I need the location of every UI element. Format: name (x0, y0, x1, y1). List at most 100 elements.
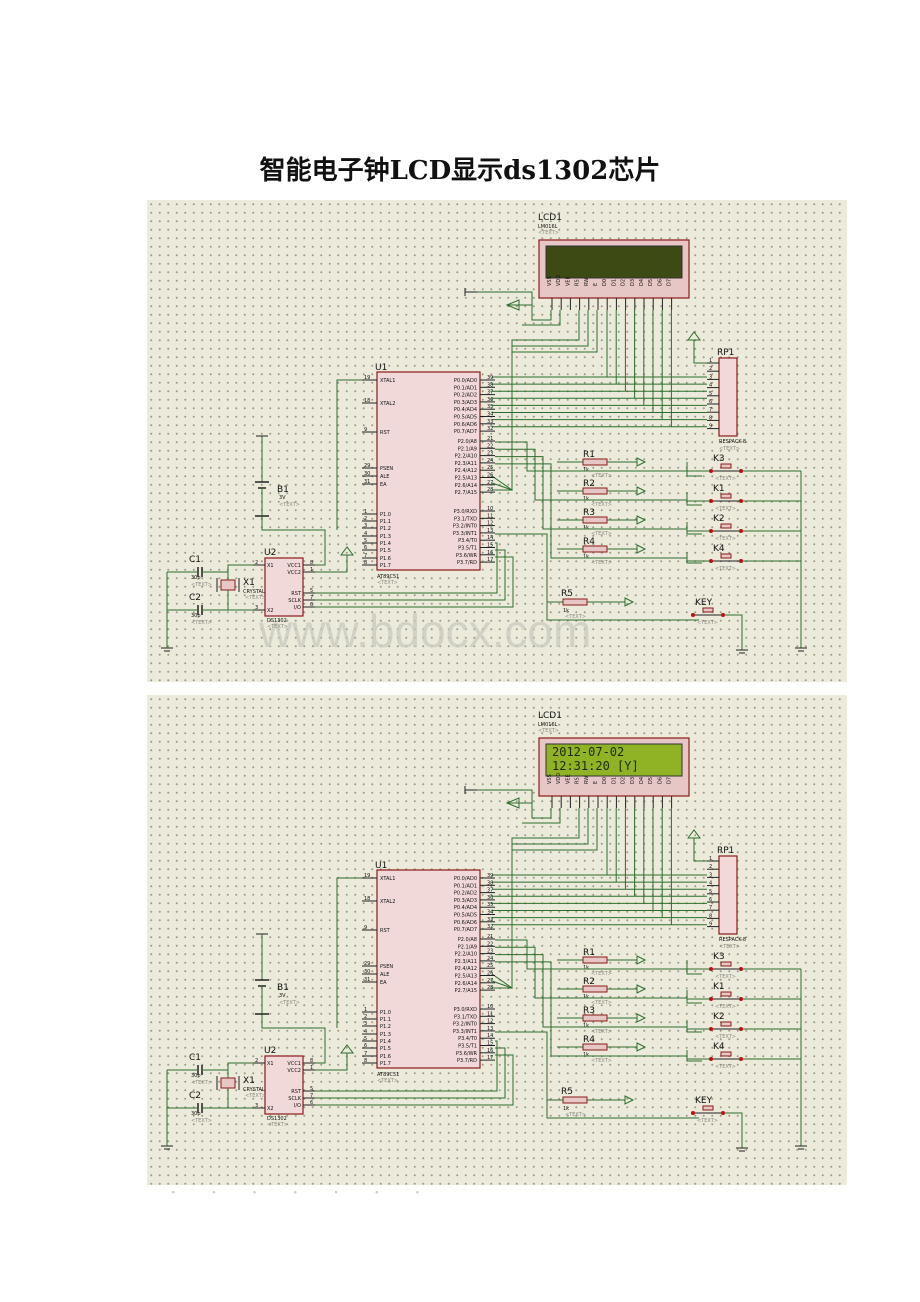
mcu-pin-name: P1.0 (380, 512, 391, 518)
lcd-pin-label: D4 (639, 777, 645, 784)
mcu-pin-num: 36 (487, 397, 493, 403)
power-arrow (636, 544, 647, 554)
resistor-ref: R2 (583, 479, 595, 489)
respack-pin-num: 9 (709, 424, 712, 430)
resistor-ref: R4 (583, 1035, 595, 1045)
wire (261, 1008, 326, 1064)
respack-pin-num: 3 (709, 374, 712, 380)
mcu-pin-name: P3.3/INT1 (453, 1029, 477, 1035)
key-text-placeholder: <TEXT> (697, 1118, 718, 1124)
resistor-ref: R5 (561, 589, 573, 599)
rtc-pin-name: VCC2 (287, 570, 301, 576)
wire (261, 510, 326, 566)
key-text-placeholder: <TEXT> (697, 620, 718, 626)
mcu-pin-num: 18 (364, 896, 370, 902)
rtc-pin-num: 1 (310, 567, 313, 573)
mcu-pin-num: 37 (487, 888, 493, 894)
key-cap (720, 1051, 732, 1057)
mcu-pin-name: P3.2/INT0 (453, 1022, 477, 1028)
wire (227, 1062, 253, 1078)
wire (477, 291, 533, 305)
respack-text-placeholder: <TEXT> (719, 446, 740, 452)
mcu-pin-num: 38 (487, 382, 493, 388)
mcu-pin-num: 12 (487, 521, 493, 527)
mcu-pin-name: P0.5/AD5 (454, 415, 477, 421)
mcu-pin-num: 30 (364, 969, 370, 975)
mcu-pin-num: 10 (487, 1004, 493, 1010)
mcu-pin-num: 28 (487, 487, 493, 493)
mcu-pin-name: P0.7/AD7 (454, 927, 477, 933)
wire (507, 304, 552, 321)
mcu-pin-num: 2 (364, 516, 367, 522)
key-contact (739, 997, 743, 1001)
mcu-body (376, 869, 481, 1069)
lcd-pin-label: D0 (602, 777, 608, 784)
wire (686, 990, 709, 1000)
key-cap (720, 1021, 732, 1027)
respack-text-placeholder: <TEXT> (719, 944, 740, 950)
power-arrow (636, 515, 647, 525)
key-cap (720, 463, 732, 469)
rtc-pin-num: 3 (255, 605, 258, 611)
mcu-pin-num: 22 (487, 941, 493, 947)
crystal-part: CRYSTAL (243, 589, 265, 595)
lcd-pin-label: D1 (611, 279, 617, 286)
lcd-ref: LCD1 (538, 213, 562, 223)
wire (495, 533, 548, 602)
wire (495, 946, 702, 1004)
respack-part: RESPACK-8 (719, 439, 746, 445)
resistor-ref: R4 (583, 537, 595, 547)
wire (522, 310, 561, 326)
rtc-pin-num: 5 (310, 1086, 313, 1092)
key-k3: K3<TEXT> (686, 952, 801, 980)
wire (315, 1054, 514, 1106)
mcu-pin-name: P1.3 (380, 534, 391, 540)
lcd-pin-label: D3 (630, 777, 636, 784)
rtc-body (264, 1055, 304, 1115)
capacitor-ref: C1 (189, 555, 201, 565)
key-text-placeholder: <TEXT> (715, 506, 736, 512)
mcu-pin-name: P2.3/A11 (455, 461, 477, 467)
lcd-ref: LCD1 (538, 711, 562, 721)
wire (315, 542, 498, 594)
mcu-pin-num: 5 (364, 538, 367, 544)
mcu-pin-num: 6 (364, 1043, 367, 1049)
mcu-pin-name: ALE (380, 474, 389, 480)
battery-text-placeholder: <TEXT> (279, 1000, 300, 1006)
wire (492, 808, 580, 989)
mcu-pin-num: 10 (487, 506, 493, 512)
wire (522, 808, 561, 824)
mcu-pin-name: P0.0/AD0 (454, 378, 477, 384)
resistor-value: 1k (563, 608, 569, 614)
mcu-pin-name: P3.6/WR (456, 1051, 478, 1057)
resistor-body (582, 985, 608, 993)
key-k1: K1<TEXT> (686, 982, 801, 1010)
mcu-pin-name: P2.7/A15 (455, 490, 477, 496)
lcd-part: LM016L (538, 224, 558, 230)
rtc-text-placeholder: <TEXT> (267, 624, 288, 630)
key-contact (691, 613, 695, 617)
mcu-pin-num: 31 (364, 479, 370, 485)
capacitor-ref: C1 (189, 1053, 201, 1063)
mcu-pin-num: 27 (487, 480, 493, 486)
power-arrow (687, 331, 701, 341)
mcu-pin-num: 26 (487, 971, 493, 977)
rtc-pin-name: RST (291, 1089, 302, 1095)
mcu-pin-num: 19 (364, 375, 370, 381)
key-ref: K2 (713, 514, 725, 524)
lcd-pin-label: RW (584, 278, 590, 286)
mcu-pin-num: 16 (487, 550, 493, 556)
resistor-value: 1k (563, 1106, 569, 1112)
resistor-text-placeholder: <TEXT> (591, 1029, 612, 1035)
respack-pin-num: 1 (709, 856, 712, 862)
battery-ref: B1 (277, 983, 289, 993)
mcu-pin-num: 17 (487, 557, 493, 563)
mcu-pin-name: P3.3/INT1 (453, 531, 477, 537)
key-contact (709, 1027, 713, 1031)
respack-pin-num: 4 (709, 383, 712, 389)
